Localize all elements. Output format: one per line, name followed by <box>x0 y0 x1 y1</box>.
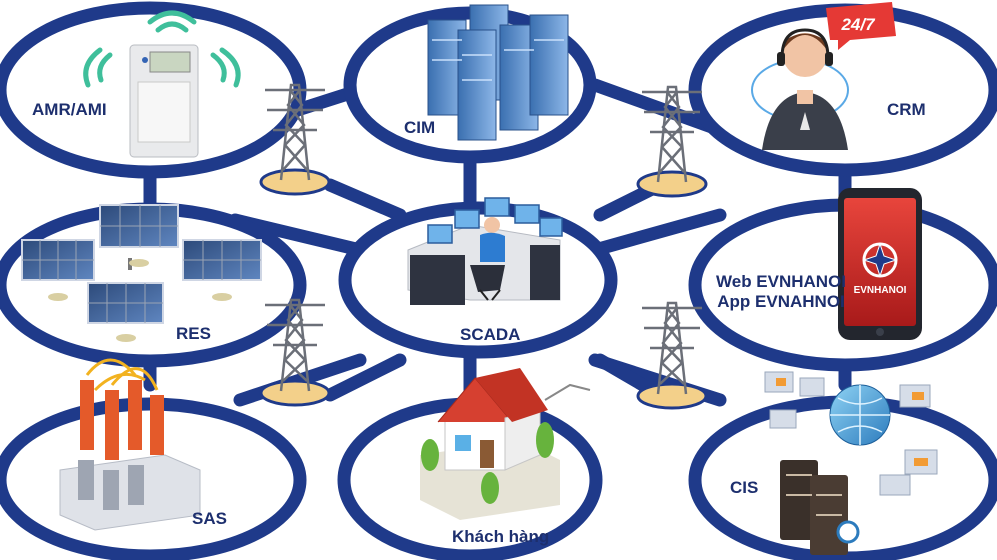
database-server-icon <box>764 371 938 555</box>
label-amr-ami: AMR/AMI <box>32 100 107 119</box>
phone-screen-text: EVNHANOI <box>854 285 907 296</box>
server-rack-icon <box>427 4 569 141</box>
mobile-phone-icon: EVNHANOI <box>838 188 922 340</box>
transmission-tower-icon <box>259 298 331 407</box>
label-web-app: Web EVNHANOI App EVNAHNOI <box>716 272 846 312</box>
control-room-operator-icon <box>407 197 563 305</box>
247-badge-icon: 24/7 <box>826 2 896 50</box>
transmission-tower-icon <box>636 301 708 410</box>
label-sas: SAS <box>192 509 227 528</box>
substation-equipment-icon <box>59 358 201 531</box>
solar-panel-icon <box>21 204 262 342</box>
svg-text:24/7: 24/7 <box>840 15 876 34</box>
transmission-tower-icon <box>259 83 331 196</box>
label-res: RES <box>176 324 211 343</box>
call-center-agent-icon <box>751 28 849 150</box>
house-icon <box>420 368 591 520</box>
label-cis: CIS <box>730 478 759 497</box>
label-cim: CIM <box>404 118 436 137</box>
label-khach-hang: Khách hàng <box>452 527 550 546</box>
label-crm: CRM <box>887 100 926 119</box>
label-app-evnahnoi: App EVNAHNOI <box>717 292 845 311</box>
label-scada: SCADA <box>460 325 521 344</box>
wifi-signal-icon <box>83 10 241 88</box>
smart-meter-icon <box>129 44 199 158</box>
transmission-tower-icon <box>636 85 708 198</box>
label-web-evnhanoi: Web EVNHANOI <box>716 272 847 291</box>
